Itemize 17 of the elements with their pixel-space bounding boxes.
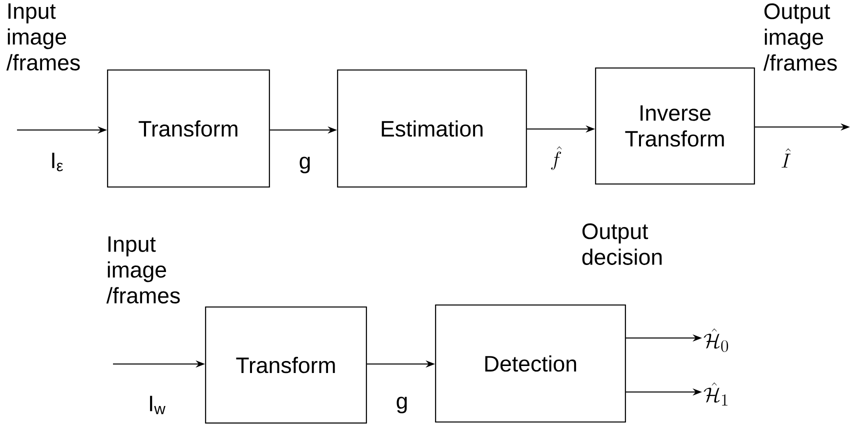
io-label: Output decision	[582, 223, 662, 265]
signal-label: g	[300, 156, 310, 174]
process-box: Transform	[205, 306, 367, 424]
io-label: Input image /frames	[106, 236, 180, 304]
output-symbol: $\hat{\mathcal{H}}_0$	[704, 328, 728, 352]
output-symbol: $\hat{\mathcal{H}}_1$	[704, 382, 728, 406]
io-label: Output image /frames	[763, 3, 837, 71]
process-box: Detection	[435, 304, 626, 423]
signal-label: g	[396, 396, 407, 414]
signal-label: $\hat{I}$	[782, 148, 791, 168]
signal-label: $\hat{f}$	[551, 146, 562, 170]
signal-label: I$_{ε}$	[52, 152, 63, 172]
io-label: Input image /frames	[6, 3, 80, 70]
process-box: Inverse Transform	[595, 67, 755, 185]
process-box: Estimation	[337, 69, 527, 188]
signal-label: I$_{w}$	[150, 396, 166, 414]
process-box: Transform	[107, 69, 270, 188]
